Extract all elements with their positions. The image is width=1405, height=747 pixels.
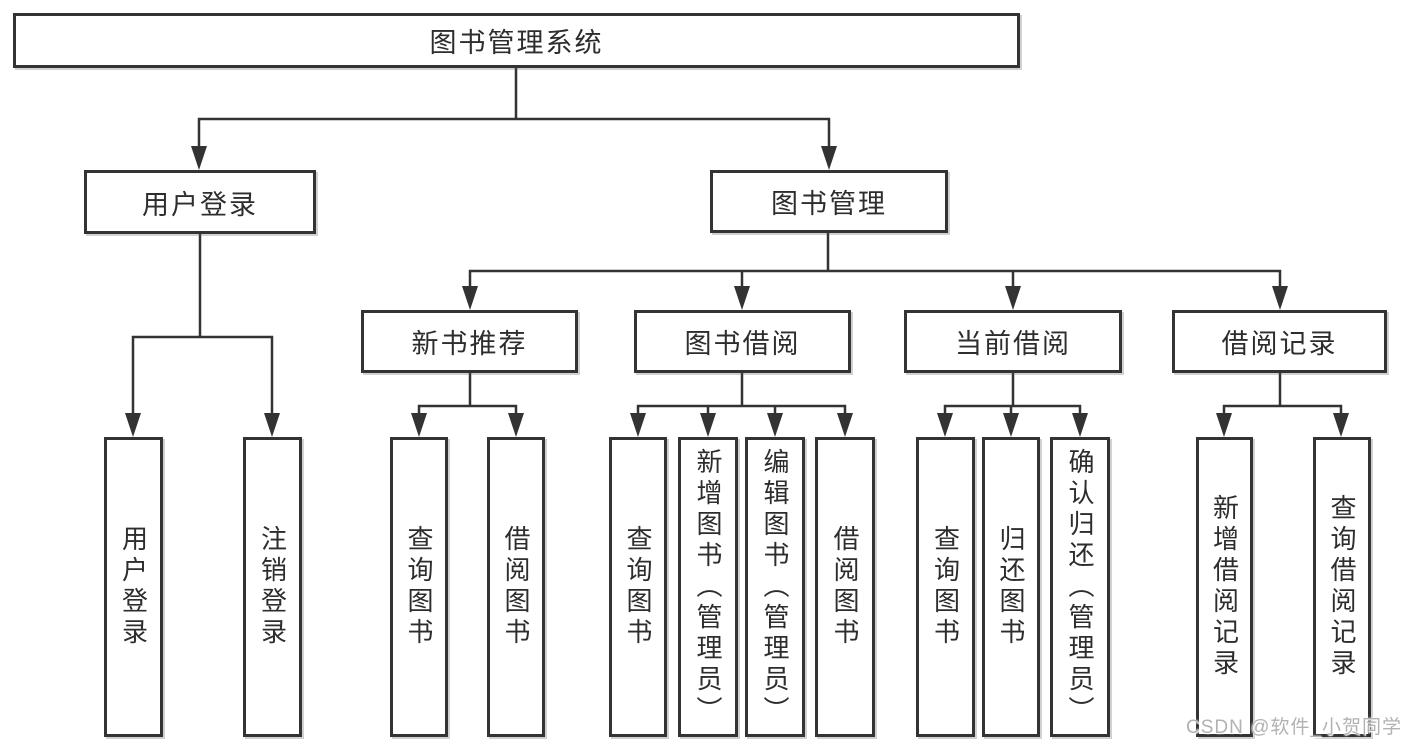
node-label: 归还图书 xyxy=(996,525,1026,649)
arrow-down-icon xyxy=(937,413,953,437)
leaf-borrow-books-recommend: 借阅图书 xyxy=(487,437,545,737)
node-label: 确认归还（管理员） xyxy=(1065,447,1095,727)
node-label: 编辑图书（管理员） xyxy=(760,447,790,727)
node-label: 新书推荐 xyxy=(411,329,528,359)
leaf-edit-book-admin: 编辑图书（管理员） xyxy=(745,437,805,737)
arrow-down-icon xyxy=(1003,413,1019,437)
node-label: 用户登录 xyxy=(142,189,258,220)
arrow-down-icon xyxy=(191,146,207,170)
arrow-down-icon xyxy=(508,413,524,437)
arrowheads xyxy=(125,146,1349,437)
leaf-query-books-current: 查询图书 xyxy=(916,437,975,737)
node-label: 用户登录 xyxy=(118,525,149,649)
arrow-down-icon xyxy=(125,413,141,437)
node-label: 查询借阅记录 xyxy=(1327,494,1357,680)
arrow-down-icon xyxy=(837,413,853,437)
connector-borrowing-records-to-leaves xyxy=(1222,371,1343,419)
leaf-borrow-books-borrowing: 借阅图书 xyxy=(815,437,875,737)
arrow-down-icon xyxy=(734,286,750,310)
leaf-query-borrow-record: 查询借阅记录 xyxy=(1313,437,1371,737)
node-borrowing-records: 借阅记录 xyxy=(1172,310,1387,373)
leaf-logout-login: 注销登录 xyxy=(243,437,302,737)
node-label: 注销登录 xyxy=(257,525,288,649)
node-current-borrowing: 当前借阅 xyxy=(904,310,1122,373)
arrow-down-icon xyxy=(821,146,837,170)
node-label: 新增图书（管理员） xyxy=(693,447,723,727)
leaf-add-borrow-record: 新增借阅记录 xyxy=(1196,437,1253,737)
connector-new-book-recommendation-to-leaves xyxy=(417,371,518,419)
arrow-down-icon xyxy=(1333,413,1349,437)
arrow-down-icon xyxy=(1072,413,1088,437)
node-label: 借阅图书 xyxy=(830,525,860,649)
connector-root-to-level2 xyxy=(197,66,831,152)
arrow-down-icon xyxy=(767,413,783,437)
node-label: 查询图书 xyxy=(404,525,434,649)
leaf-query-books-borrowing: 查询图书 xyxy=(609,437,667,737)
node-book-borrowing: 图书借阅 xyxy=(634,310,851,373)
arrow-down-icon xyxy=(700,413,716,437)
node-label: 查询图书 xyxy=(930,525,961,649)
node-label: 当前借阅 xyxy=(955,329,1071,359)
connector-book-management-to-level3 xyxy=(468,232,1282,292)
connector-current-borrowing-to-leaves xyxy=(943,371,1082,419)
node-label: 图书管理 xyxy=(771,189,887,219)
node-label: 借阅图书 xyxy=(501,525,531,649)
leaf-return-books: 归还图书 xyxy=(982,437,1040,737)
leaf-user-login: 用户登录 xyxy=(104,437,163,737)
node-label: 新增借阅记录 xyxy=(1209,494,1240,680)
leaf-add-book-admin: 新增图书（管理员） xyxy=(678,437,738,737)
node-label: 查询图书 xyxy=(623,525,653,649)
node-new-book-recommendation: 新书推荐 xyxy=(361,310,578,373)
node-label: 图书借阅 xyxy=(684,329,801,359)
node-library-management-system: 图书管理系统 xyxy=(13,13,1020,68)
arrow-down-icon xyxy=(1005,286,1021,310)
leaf-confirm-return-admin: 确认归还（管理员） xyxy=(1050,437,1110,737)
leaf-query-books-recommend: 查询图书 xyxy=(390,437,448,737)
node-user-login: 用户登录 xyxy=(84,170,316,234)
connector-user-login-to-leaves xyxy=(131,232,274,419)
connector-book-borrowing-to-leaves xyxy=(636,371,847,419)
arrow-down-icon xyxy=(1272,286,1288,310)
node-label: 图书管理系统 xyxy=(429,28,604,58)
arrow-down-icon xyxy=(462,286,478,310)
watermark: CSDN @软件_小贺同学 xyxy=(1186,717,1402,738)
node-book-management: 图书管理 xyxy=(710,170,948,233)
arrow-down-icon xyxy=(411,413,427,437)
arrow-down-icon xyxy=(264,413,280,437)
arrow-down-icon xyxy=(630,413,646,437)
node-label: 借阅记录 xyxy=(1221,329,1338,359)
arrow-down-icon xyxy=(1216,413,1232,437)
